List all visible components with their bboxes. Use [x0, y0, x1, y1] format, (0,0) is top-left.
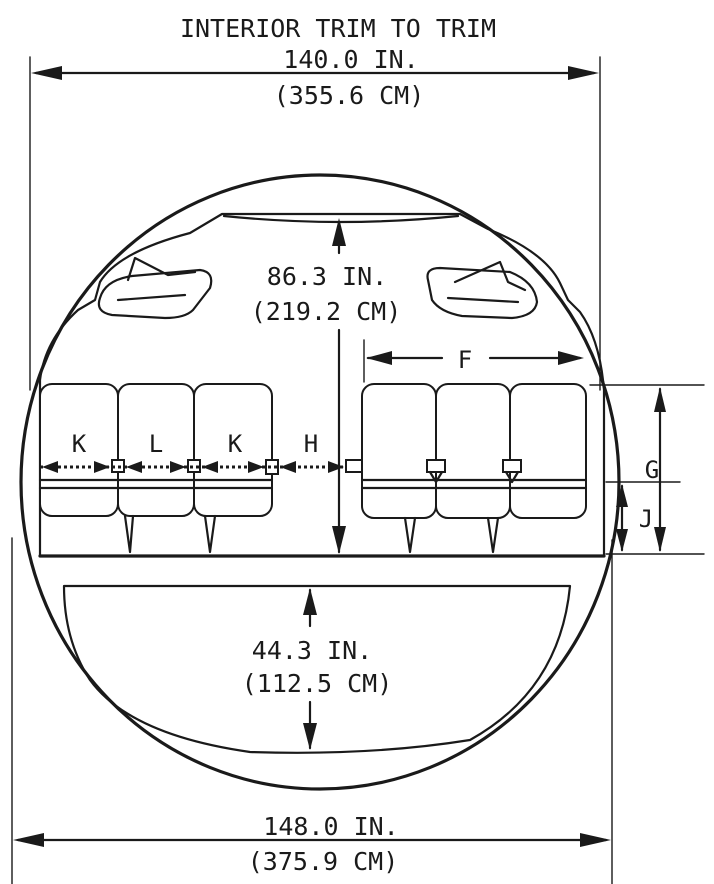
interior-width-inches: 140.0 IN. — [283, 45, 418, 74]
fuselage-width-dimension: 148.0 IN. (375.9 CM) — [11, 537, 613, 884]
interior-width-cm: (355.6 CM) — [274, 81, 425, 110]
seat-right-1 — [361, 383, 437, 519]
cargo-height-cm: (112.5 CM) — [242, 669, 393, 698]
arrowhead-right — [568, 66, 599, 80]
seat-right-3 — [509, 383, 587, 519]
ceiling-panel — [222, 214, 460, 224]
ceiling-height-cm: (219.2 CM) — [251, 297, 402, 326]
seat-width-dimensions: K L K H — [40, 430, 346, 473]
overhead-bin-right — [426, 260, 539, 320]
left-seat-group — [38, 383, 279, 554]
fuselage-width-inches: 148.0 IN. — [263, 812, 398, 841]
cargo-height-dimension: 44.3 IN. (112.5 CM) — [242, 588, 393, 750]
cargo-compartment — [62, 584, 572, 754]
seat-right-2 — [435, 383, 511, 519]
aisle-seat-letter-l: L — [149, 430, 163, 458]
cargo-height-inches: 44.3 IN. — [252, 636, 372, 665]
overhead-bin-left — [97, 256, 213, 320]
dimension-f: F — [363, 339, 584, 383]
ceiling-height-inches: 86.3 IN. — [267, 262, 387, 291]
seat-left-3 — [193, 383, 273, 517]
interior-width-dimension: INTERIOR TRIM TO TRIM 140.0 IN. (355.6 C… — [29, 14, 601, 391]
dimension-letter-g: G — [645, 456, 659, 484]
seat-height-dimensions: G J — [589, 384, 705, 555]
right-seat-group — [345, 383, 588, 554]
seat-width-letter-k-left: K — [72, 430, 87, 458]
interior-width-caption: INTERIOR TRIM TO TRIM — [180, 14, 496, 43]
cabin-lining — [38, 212, 606, 558]
aisle-width-letter-h: H — [304, 430, 318, 458]
dimension-letter-j: J — [639, 505, 653, 533]
seat-width-letter-k-right: K — [228, 430, 243, 458]
dimension-letter-f: F — [458, 346, 472, 374]
fuselage-width-cm: (375.9 CM) — [248, 847, 399, 876]
ceiling-height-dimension: 86.3 IN. (219.2 CM) — [251, 218, 402, 554]
arrowhead-left — [31, 66, 62, 80]
